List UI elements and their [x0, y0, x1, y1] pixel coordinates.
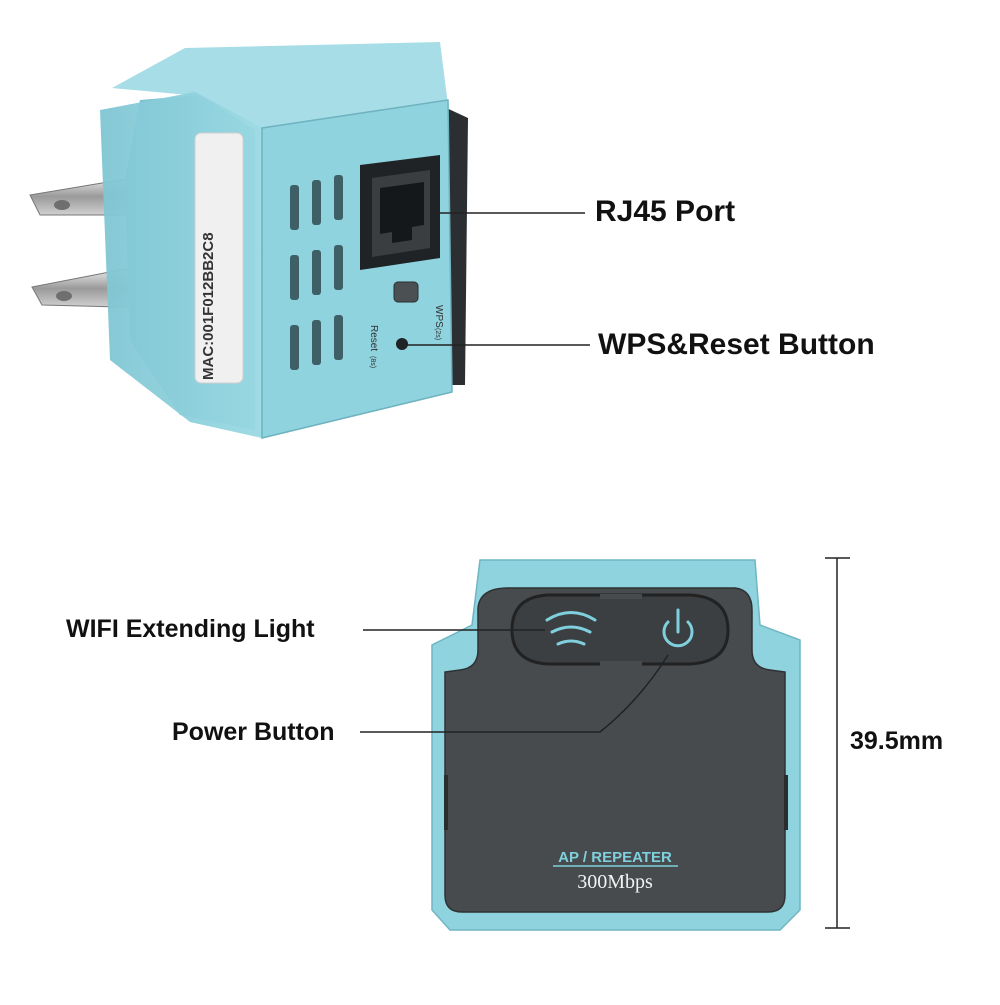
mac-sticker	[194, 132, 244, 384]
wps-reset-button-label: WPS&Reset Button	[598, 328, 875, 361]
reset-hole	[396, 338, 408, 350]
power-callout-line	[360, 654, 669, 733]
vent-slots	[290, 175, 343, 370]
rj45-port	[360, 155, 440, 270]
device-front-view	[360, 557, 850, 931]
height-dimension-label: 39.5mm	[850, 727, 944, 755]
reset-hold-label: (8s)	[369, 356, 376, 368]
height-dimension-marker	[825, 557, 850, 929]
mode-label: AP / REPEATER	[558, 849, 672, 866]
rj45-port-label: RJ45 Port	[595, 195, 736, 228]
wifi-extending-light-label: WIFI Extending Light	[66, 615, 315, 643]
wps-hold-label: (2s)	[434, 328, 441, 340]
power-button-label: Power Button	[172, 718, 335, 746]
wps-label: WPS	[433, 305, 444, 328]
wps-button-shape	[393, 281, 419, 303]
wifi-icon	[545, 611, 597, 646]
reset-label: Reset	[368, 325, 379, 351]
speed-label: 300Mbps	[577, 871, 653, 893]
mac-label: MAC:001F012BB2C8	[200, 232, 217, 380]
power-icon	[662, 608, 694, 648]
device-side-view	[29, 42, 590, 439]
